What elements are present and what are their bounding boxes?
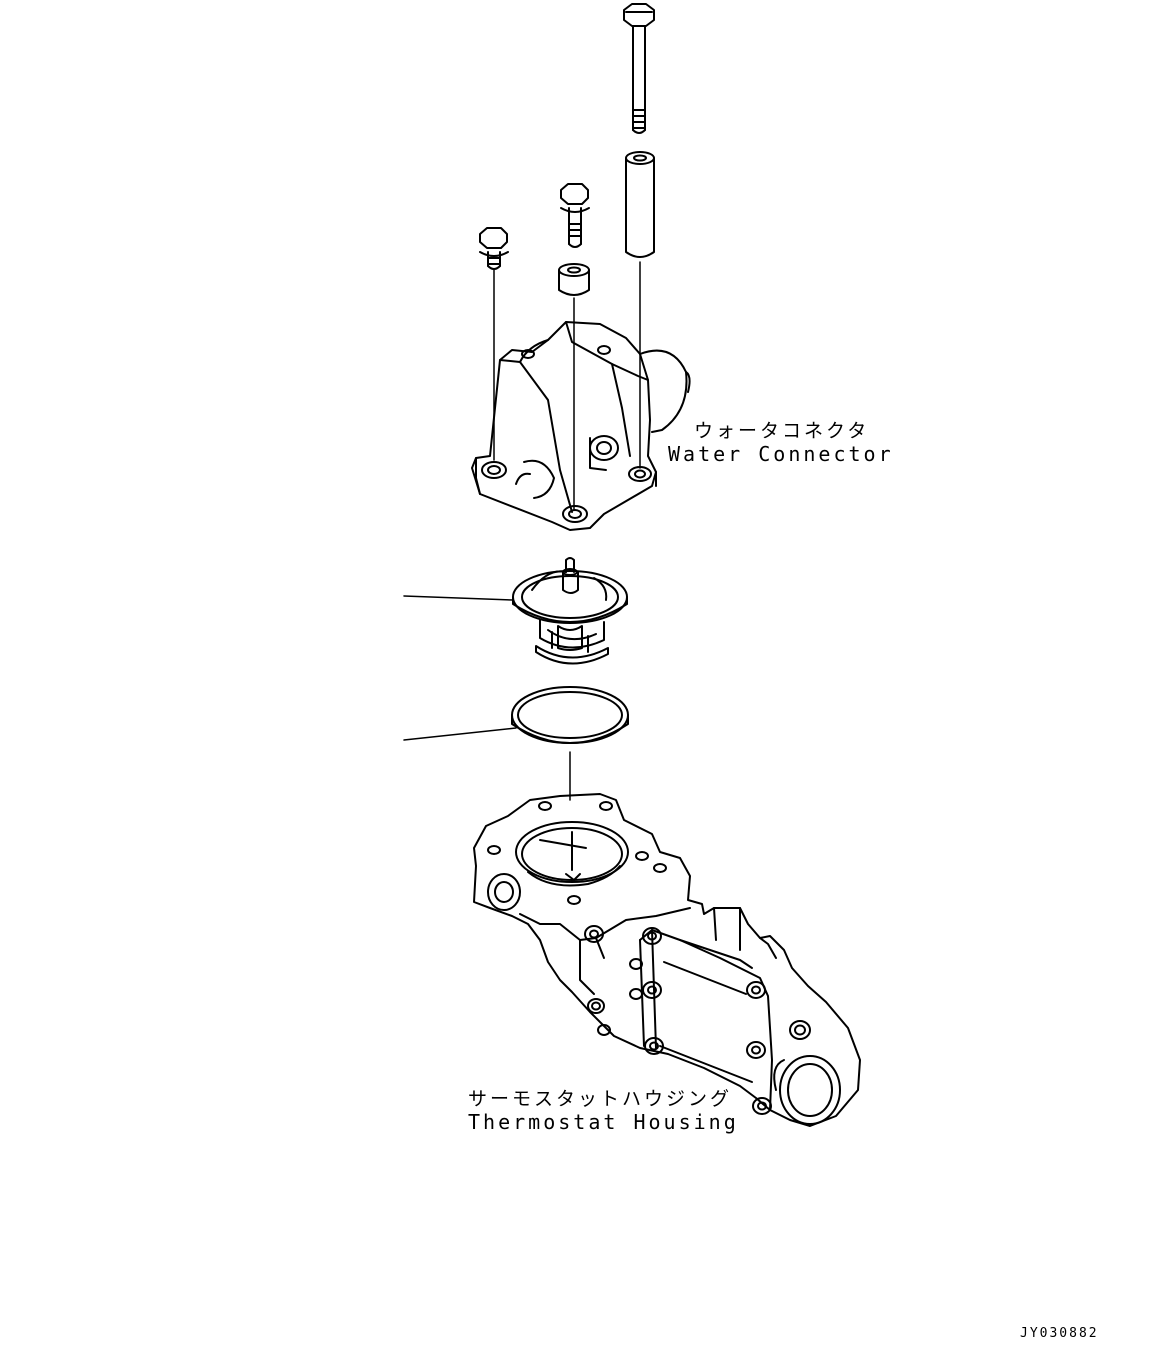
left-bolt [480,228,508,269]
leader-lines [404,596,516,740]
alignment-lines [494,262,640,800]
thermostat-housing-label-jp: サーモスタットハウジング [468,1088,733,1110]
thermostat [513,558,627,664]
medium-bolt [561,184,589,247]
long-spacer-tube [626,152,654,257]
thermostat-housing-label-en: Thermostat Housing [468,1110,739,1134]
thermostat-housing [474,794,860,1126]
drawing-code: JY030882 [1020,1326,1099,1341]
gasket-ring [512,687,628,743]
long-bolt [624,4,654,133]
water-connector-label-en: Water Connector [668,442,894,466]
water-connector [472,322,690,530]
short-collar [559,264,589,295]
water-connector-label-jp: ウォータコネクタ [694,420,870,442]
